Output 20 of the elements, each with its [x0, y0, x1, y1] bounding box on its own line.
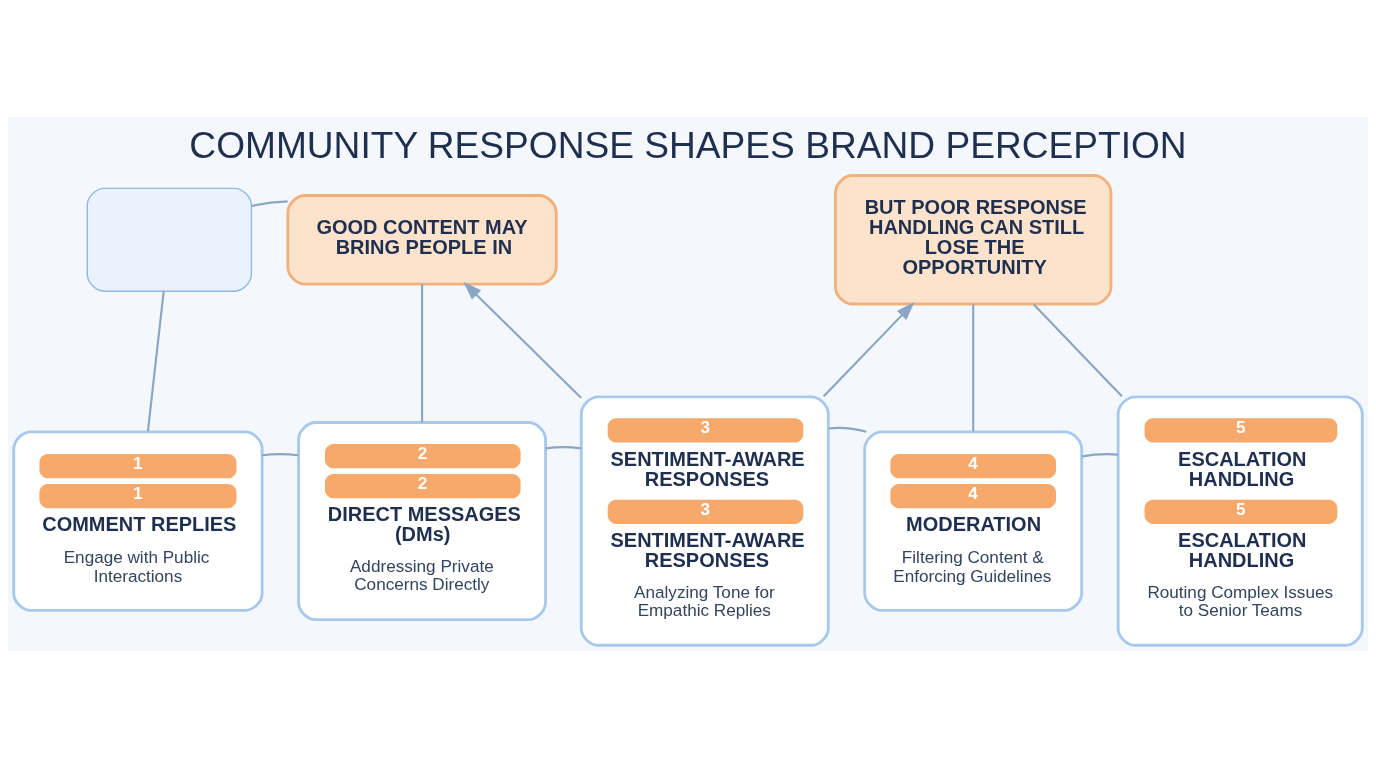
connector	[421, 284, 424, 423]
arrow	[822, 302, 915, 398]
node-box: 2 2 DIRECT MESSAGES (DMs) Addressing Private Concerns Directly	[297, 421, 547, 621]
connector	[146, 291, 165, 432]
node-box: 4 4 MODERATION Filtering Content & Enforcing Guidelines	[863, 430, 1084, 612]
node-box: GOOD CONTENT MAY BRING PEOPLE IN	[286, 194, 558, 286]
connector	[1033, 303, 1123, 398]
node-box	[86, 187, 253, 292]
connector	[972, 304, 975, 432]
node-box: 1 1 COMMENT REPLIES Engage with Public Interactions	[12, 430, 264, 612]
node-box: 5 ESCALATION HANDLING 5 ESCALATION HANDLING Routing Complex Issues to Senior Teams	[1116, 395, 1364, 647]
connector	[262, 453, 299, 457]
arrow	[463, 281, 582, 399]
connector	[545, 446, 582, 450]
connector	[1082, 453, 1119, 458]
node-box: 3 SENTIMENT-AWARE RESPONSES 3 SENTIMENT-AWARE RESPONSES Analyzing Tone for Empathic Replies	[579, 395, 830, 647]
diagram-title: COMMUNITY RESPONSE SHAPES BRAND PERCEPTION	[189, 124, 1187, 167]
connector	[828, 426, 867, 433]
node-box: BUT POOR RESPONSE HANDLING CAN STILL LOSE THE OPPORTUNITY	[834, 174, 1113, 306]
connector	[251, 200, 288, 207]
